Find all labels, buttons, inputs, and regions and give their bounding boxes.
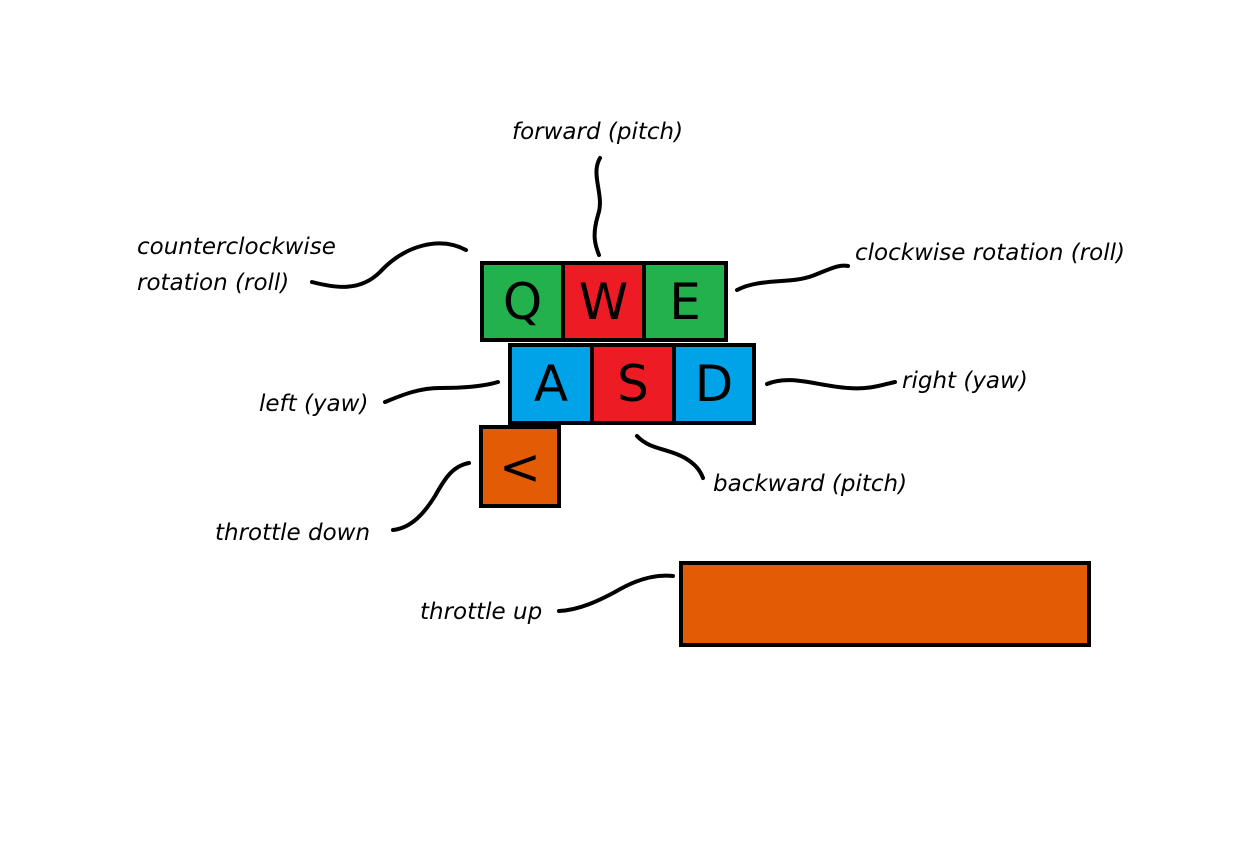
label-backward: backward (pitch): [713, 471, 908, 497]
label-clockwise: clockwise rotation (roll): [855, 240, 1125, 266]
label-throttle-up: throttle up: [420, 599, 543, 625]
connector-counterclockwise: [310, 241, 468, 289]
key-w: W: [561, 261, 646, 342]
key-e-label: E: [669, 272, 701, 331]
key-less-than: <: [479, 425, 561, 508]
connector-clockwise: [735, 263, 850, 292]
key-spacebar: [679, 561, 1091, 647]
key-q-label: Q: [502, 272, 543, 331]
key-a-label: A: [533, 355, 569, 413]
key-w-label: W: [578, 272, 629, 331]
key-d-label: D: [694, 355, 734, 413]
connector-backward: [635, 434, 705, 480]
label-left: left (yaw): [259, 391, 369, 417]
connector-throttle-up: [557, 573, 675, 613]
key-less-than-label: <: [499, 437, 541, 496]
connector-left: [383, 380, 500, 404]
key-q: Q: [480, 261, 565, 342]
key-e: E: [642, 261, 728, 342]
label-throttle-down: throttle down: [215, 520, 371, 546]
label-counterclockwise-line2: rotation (roll): [137, 270, 290, 296]
key-a: A: [508, 343, 594, 425]
label-counterclockwise-line1: counterclockwise: [137, 234, 336, 260]
key-s: S: [590, 343, 676, 425]
connector-forward: [592, 156, 602, 257]
label-right: right (yaw): [902, 368, 1028, 394]
key-s-label: S: [617, 355, 649, 413]
connector-right: [765, 378, 897, 391]
key-d: D: [672, 343, 756, 425]
label-forward: forward (pitch): [512, 119, 684, 145]
connector-throttle-down: [391, 461, 471, 532]
